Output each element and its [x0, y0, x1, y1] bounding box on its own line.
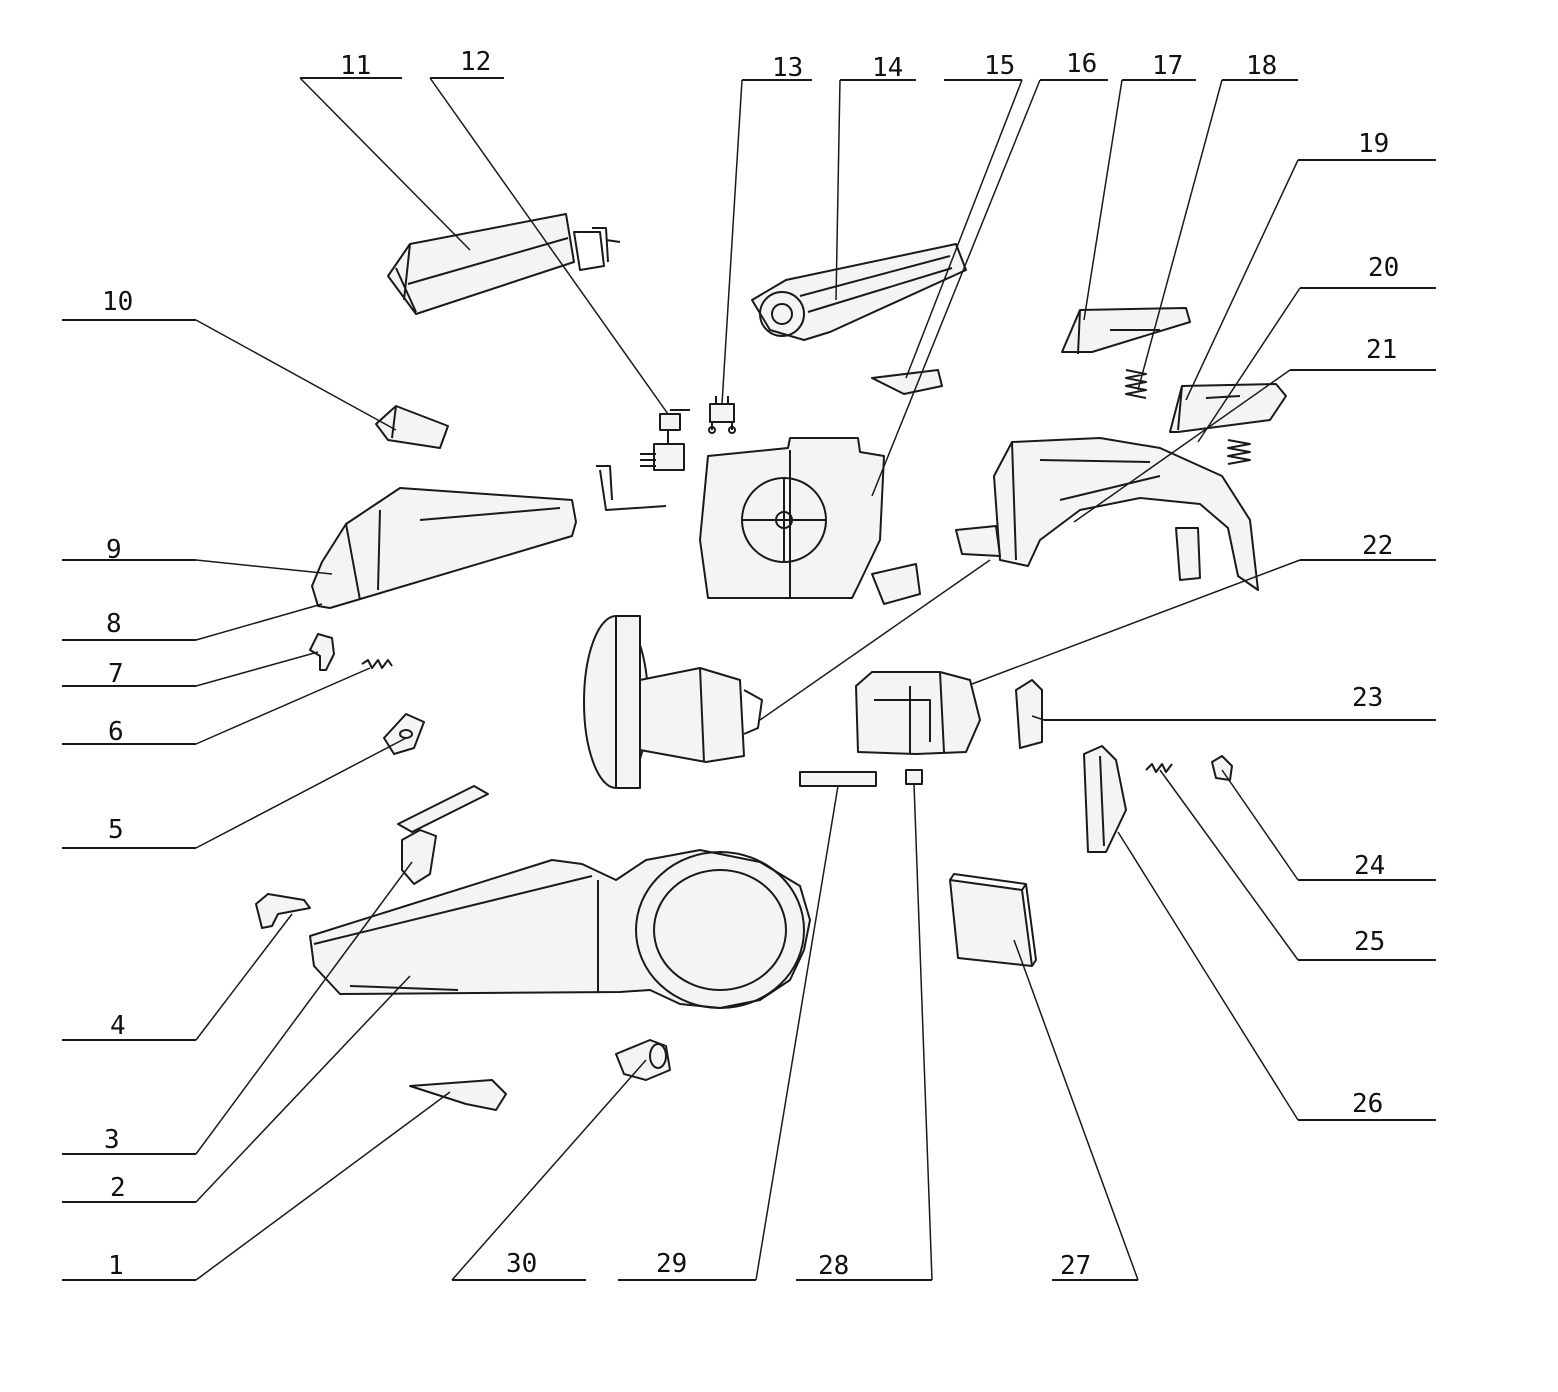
part-21-spring [1227, 439, 1251, 465]
callout-10: 10 [102, 287, 133, 317]
part-17-latch-cover [1061, 307, 1191, 355]
callout-6: 6 [108, 717, 124, 747]
callout-12: 12 [460, 47, 491, 77]
callout-3: 3 [104, 1125, 120, 1155]
part-9-8-handle-body [311, 465, 667, 609]
callout-25: 25 [1354, 927, 1385, 957]
callout-2: 2 [110, 1173, 126, 1203]
part-10-button [375, 405, 449, 449]
part-6-spring [361, 659, 393, 669]
part-14-handle-arm [751, 243, 967, 341]
part-5-clip-plate [383, 713, 425, 755]
callout-28: 28 [818, 1251, 849, 1281]
callout-16: 16 [1066, 49, 1097, 79]
part-28-filter-plug [905, 769, 923, 785]
part-3-hinge-rail [397, 785, 489, 885]
part-motor [583, 615, 763, 789]
part-27-filter-pad [949, 873, 1037, 967]
callout-21: 21 [1366, 335, 1397, 365]
callout-11: 11 [340, 51, 371, 81]
callout-26: 26 [1352, 1089, 1383, 1119]
callout-13: 13 [772, 53, 803, 83]
callout-20: 20 [1368, 253, 1399, 283]
callout-17: 17 [1152, 51, 1183, 81]
part-15-latch [871, 369, 943, 395]
leader-lines [62, 77, 1436, 1281]
part-25-spring [1145, 763, 1173, 773]
callout-19: 19 [1358, 129, 1389, 159]
callout-29: 29 [656, 1249, 687, 1279]
part-2-lower-body [309, 849, 811, 1009]
callout-4: 4 [110, 1011, 126, 1041]
callout-5: 5 [108, 815, 124, 845]
part-7-clip [309, 633, 335, 671]
callout-8: 8 [106, 609, 122, 639]
callout-1: 1 [108, 1251, 124, 1281]
part-11-handle-cover [387, 213, 621, 315]
callout-18: 18 [1246, 51, 1277, 81]
callout-23: 23 [1352, 683, 1383, 713]
callout-24: 24 [1354, 851, 1385, 881]
part-22-filter-housing [855, 671, 981, 755]
part-23-filter-cap [1015, 679, 1043, 749]
callout-22: 22 [1362, 531, 1393, 561]
callout-30: 30 [506, 1249, 537, 1279]
callout-14: 14 [872, 53, 903, 83]
callout-labels: 11 12 13 14 15 16 17 18 19 20 21 10 9 8 … [102, 47, 1399, 1281]
part-26-filter-frame [1083, 745, 1127, 853]
callout-27: 27 [1060, 1251, 1091, 1281]
part-29-filter-strip [799, 771, 877, 787]
part-24-clip [1211, 755, 1233, 781]
part-upper-body-shell [955, 437, 1259, 591]
callout-15: 15 [984, 51, 1015, 81]
part-19-20-button-housing [1169, 383, 1287, 433]
part-4-bracket [255, 893, 311, 929]
part-30-wheel-hub [615, 1039, 671, 1081]
part-16-fan-housing [699, 437, 921, 605]
part-1-pedal [409, 1079, 507, 1111]
part-13-connector [708, 396, 736, 434]
callout-7: 7 [108, 659, 124, 689]
callout-9: 9 [106, 535, 122, 565]
part-12-switch [640, 409, 690, 471]
